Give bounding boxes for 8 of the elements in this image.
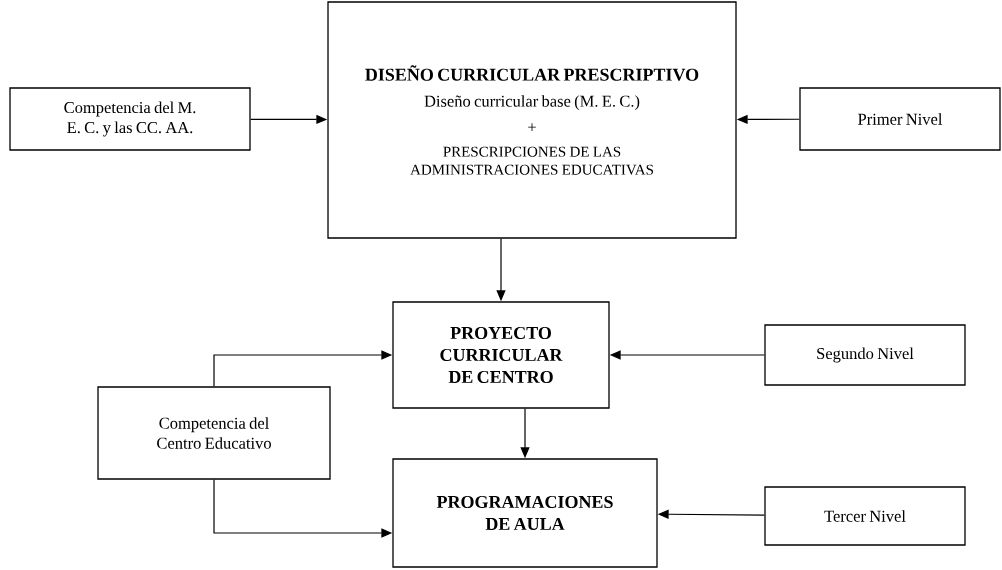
process-box: Primer Nivel bbox=[799, 87, 1001, 151]
process-box: Segundo Nivel bbox=[764, 324, 966, 386]
process-box: DISEÑO CURRICULAR PRESCRIPTIVO Diseño curricular base (M. E. C.) + PRESCRIPCIONES DE LAS ADMINISTRACIONES EDUCATIVAS bbox=[327, 1, 737, 239]
process-box: Competencia del M. E. C. y las CC. AA. bbox=[9, 87, 251, 151]
process-box: PROGRAMACIONES DE AULA bbox=[392, 458, 658, 568]
process-box: PROYECTO CURRICULAR DE CENTRO bbox=[392, 301, 610, 409]
process-box: Competencia del Centro Educativo bbox=[97, 386, 331, 480]
process-box: Tercer Nivel bbox=[764, 486, 966, 546]
